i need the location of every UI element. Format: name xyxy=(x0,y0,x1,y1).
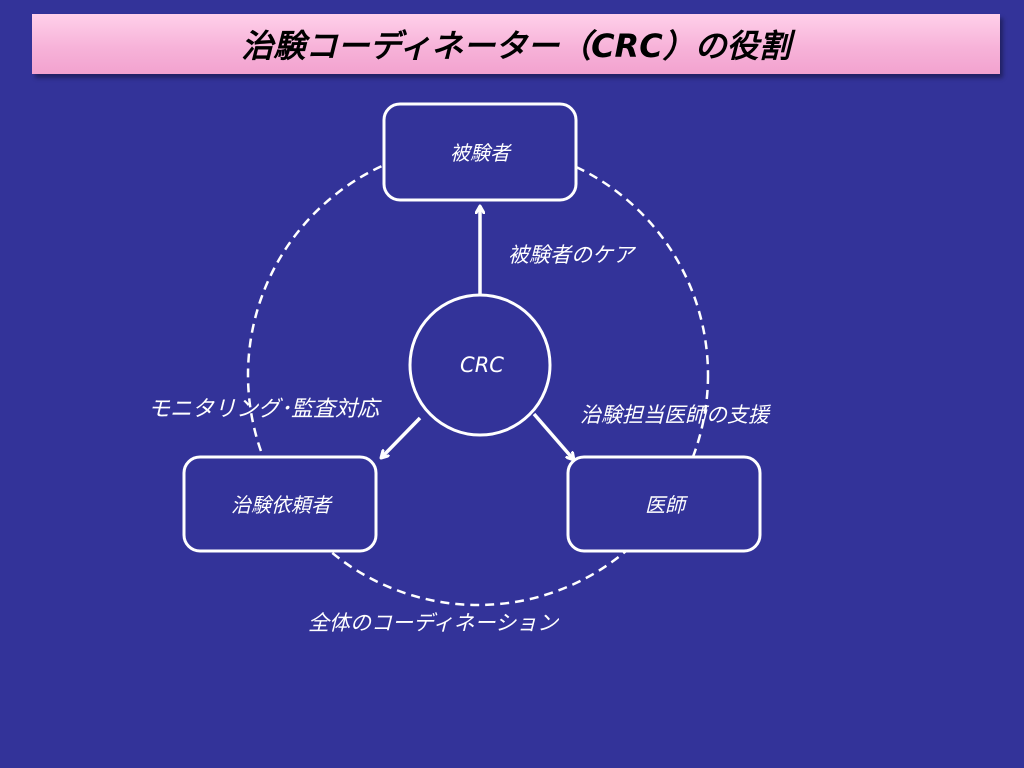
crc-label: CRC xyxy=(460,353,504,377)
page-title: 治験コーディネーター（CRC）の役割 xyxy=(241,27,791,65)
doctor-support-label: 治験担当医師の支援 xyxy=(580,403,772,427)
doctor-label: 医師 xyxy=(645,493,689,517)
subject-care-label: 被験者のケア xyxy=(508,243,637,267)
arrow-to-doctor xyxy=(532,412,574,460)
sponsor-label: 治験依頼者 xyxy=(231,493,333,517)
title-bar: 治験コーディネーター（CRC）の役割 xyxy=(32,14,1000,74)
subject-label: 被験者 xyxy=(450,141,512,165)
doctor-box xyxy=(566,455,762,553)
coordination-label: 全体のコーディネーション xyxy=(308,611,559,635)
monitoring-label: モニタリング･監査対応 xyxy=(148,397,382,422)
sponsor-box xyxy=(182,455,378,553)
subject-box xyxy=(382,102,578,202)
arrow-to-sponsor xyxy=(381,416,422,458)
crc-circle xyxy=(408,293,552,437)
